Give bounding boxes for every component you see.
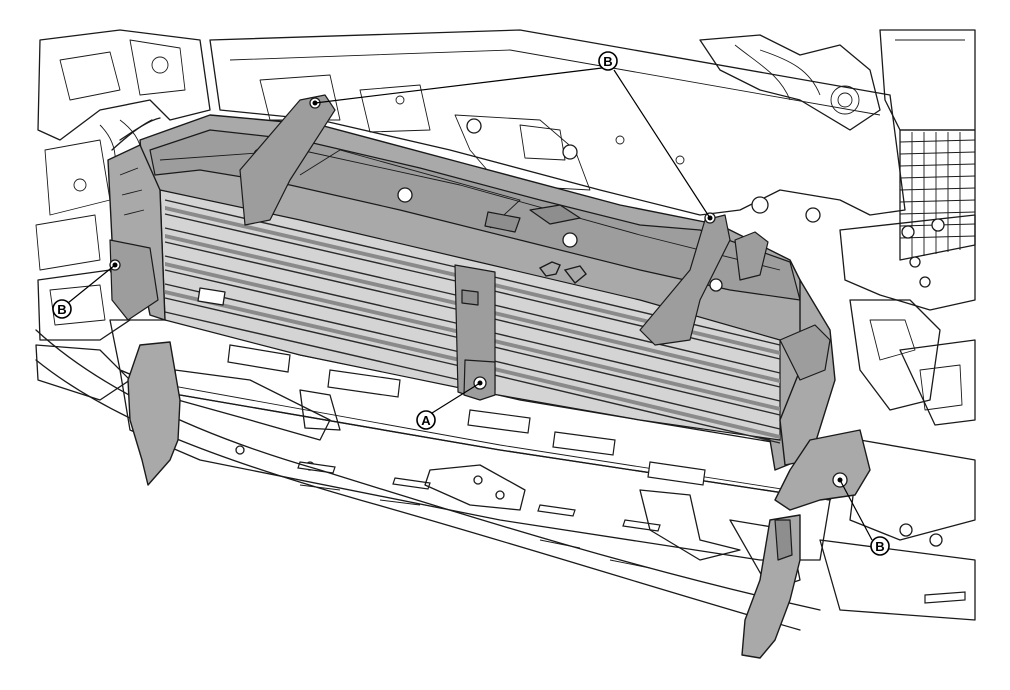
louvres-right xyxy=(489,275,781,444)
callout-leaders xyxy=(67,67,873,541)
callout-b-left: B xyxy=(52,299,72,319)
upper-right-bracket xyxy=(639,214,731,346)
moulded-logo xyxy=(538,261,587,284)
active-grille-shutter-assembly xyxy=(107,94,871,659)
callout-a: A xyxy=(416,410,436,430)
upper-left-bracket xyxy=(239,94,336,226)
engine-bay-background xyxy=(35,29,976,631)
lower-right-mount xyxy=(774,429,871,511)
left-air-deflector xyxy=(127,341,181,486)
callout-b-top: B xyxy=(598,51,618,71)
callout-b-right: B xyxy=(870,536,890,556)
callout-a-label: A xyxy=(421,413,431,428)
callout-b-left-label: B xyxy=(57,302,66,317)
louvres-left xyxy=(164,199,461,381)
callout-b-top-label: B xyxy=(603,54,612,69)
callout-b-right-label: B xyxy=(875,539,884,554)
grille-mesh xyxy=(899,129,976,261)
